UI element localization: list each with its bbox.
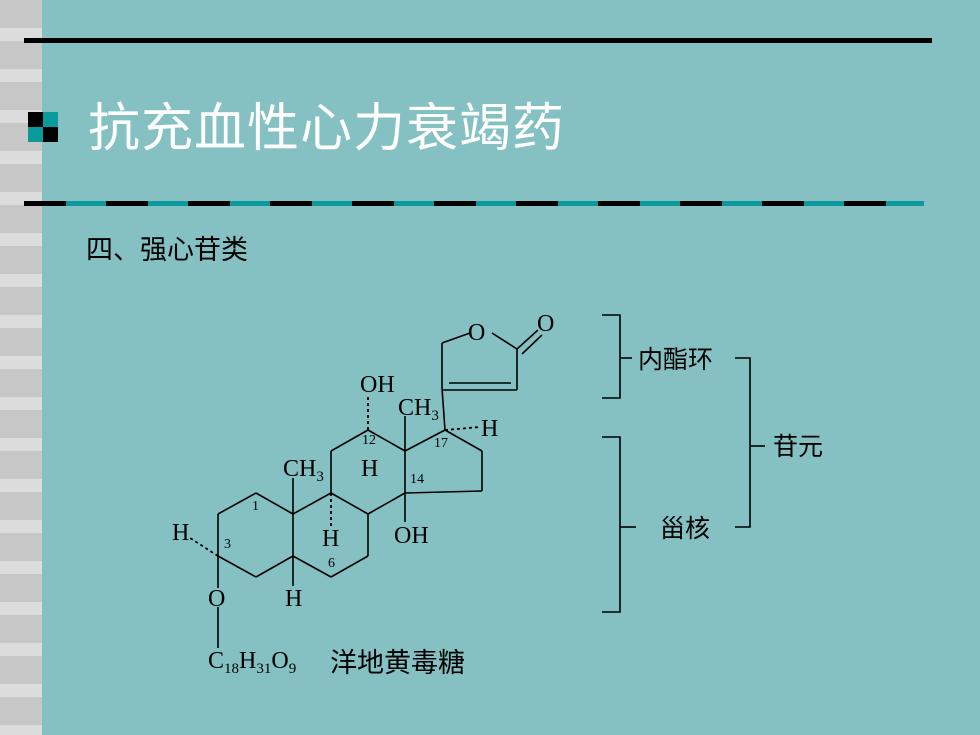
c17-hydrogen-label: H (481, 416, 498, 442)
c5-hydrogen-label: H (285, 586, 302, 612)
bonds (217, 329, 543, 648)
position-17: 17 (434, 436, 448, 451)
top-rule (24, 38, 932, 43)
c8-hydrogen-label: H (322, 526, 339, 552)
dashed-divider (24, 201, 924, 206)
c10-methyl-label: CH3 (283, 456, 324, 485)
slide-subtitle: 四、强心苷类 (86, 235, 248, 266)
c3-hydrogen-label: H (172, 520, 189, 546)
position-14: 14 (410, 472, 424, 487)
position-3: 3 (224, 537, 231, 552)
sugar-name-label: 洋地黄毒糖 (330, 648, 465, 679)
c9-hydrogen-label: H (361, 456, 378, 482)
steroid-nucleus-label: 甾核 (660, 514, 710, 543)
carbonyl-oxygen-label: O (537, 311, 554, 337)
position-1: 1 (252, 499, 259, 514)
ring-oxygen-label: O (468, 320, 485, 346)
c14-hydroxyl-label: OH (394, 523, 429, 549)
position-12: 12 (362, 433, 376, 448)
brackets (602, 314, 765, 613)
slide-title: 抗充血性心力衰竭药 (88, 99, 566, 159)
c12-hydroxyl-label: OH (360, 372, 395, 398)
sugar-formula: C18H31O9 (208, 648, 296, 677)
position-6: 6 (328, 556, 335, 571)
aglycone-label: 苷元 (773, 432, 823, 461)
c13-methyl-label: CH3 (398, 395, 439, 424)
title-bullet-icon (28, 112, 58, 142)
lactone-ring-label: 内酯环 (638, 345, 713, 374)
c3-oxygen-label: O (208, 586, 225, 612)
